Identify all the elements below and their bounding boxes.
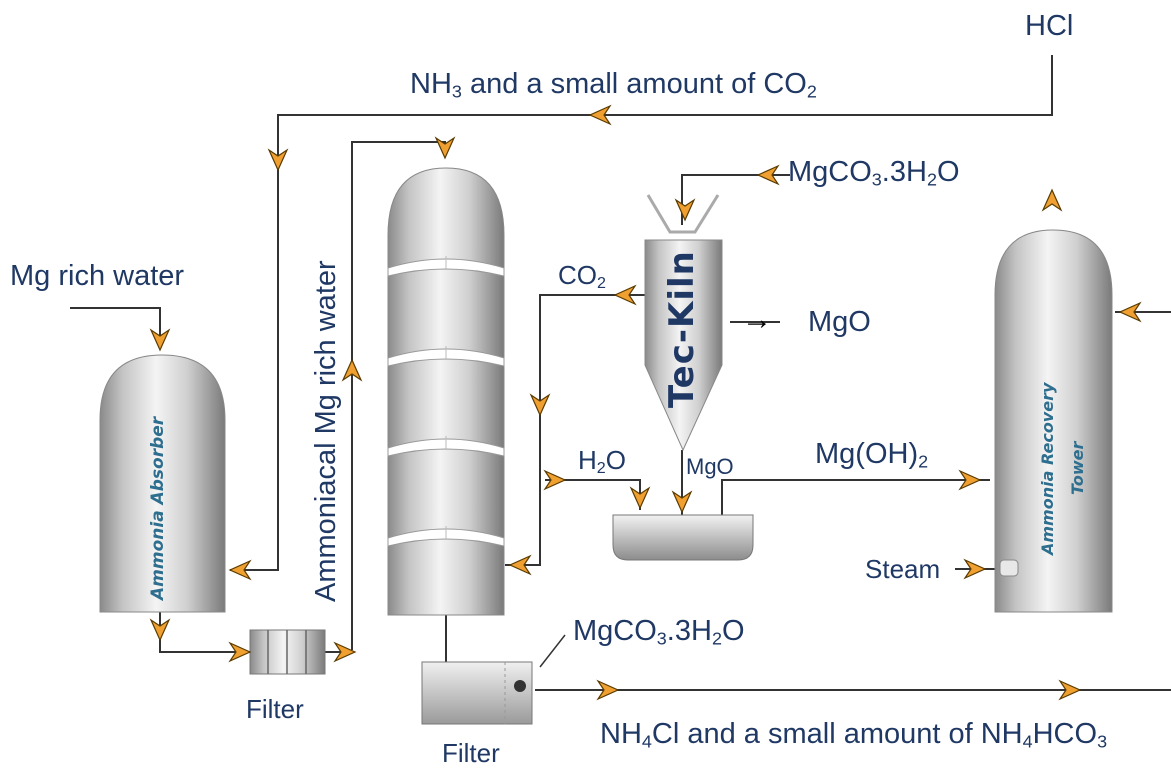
steam-label: Steam xyxy=(865,554,941,584)
flow-arrow-17 xyxy=(629,486,651,510)
tec-kiln-vessel xyxy=(644,194,723,452)
h2o-label: H2O xyxy=(578,445,626,478)
flow-arrow-18 xyxy=(671,490,693,514)
flow-arrow-1 xyxy=(1041,188,1063,212)
mg-water-inlet-line xyxy=(70,307,161,345)
slaker-trough xyxy=(612,514,754,561)
filter-left-label: Filter xyxy=(246,694,304,724)
mgo-arrow-glyph: → xyxy=(742,303,772,336)
flow-arrows xyxy=(149,104,1142,701)
flow-arrow-12 xyxy=(756,164,780,186)
nh3-return-line xyxy=(230,55,1053,571)
filter-bottom-label: Filter xyxy=(442,738,500,768)
flow-arrow-6 xyxy=(228,559,252,581)
hcl-label: HCl xyxy=(1025,10,1074,42)
main-column-vessel xyxy=(387,167,505,616)
ammonia-recovery-tower-vessel xyxy=(994,229,1113,613)
mgco3-top-label: MgCO3.3H2O xyxy=(788,156,960,190)
flow-arrow-21 xyxy=(1118,301,1142,323)
mgo-small-label: MgO xyxy=(686,454,734,479)
nh4cl-label: NH4Cl and a small amount of NH4HCO3 xyxy=(600,718,1108,752)
left-filter-unit xyxy=(249,629,326,675)
flow-arrow-13 xyxy=(613,284,637,306)
flow-arrow-14 xyxy=(529,393,551,417)
mgo-output-label: MgO xyxy=(808,306,871,338)
flow-arrow-19 xyxy=(958,469,982,491)
nh3-co2-label: NH3 and a small amount of CO2 xyxy=(410,68,817,102)
flow-arrow-20 xyxy=(963,558,987,580)
tec-kiln-label: Tec-Kiln xyxy=(662,250,702,408)
mgoh2-line xyxy=(721,479,990,515)
flow-arrow-22 xyxy=(596,679,620,701)
flow-arrow-11 xyxy=(674,198,696,222)
ammonia-absorber-label: Ammonia Absorber xyxy=(148,416,168,600)
mgoh2-label: Mg(OH)2 xyxy=(815,438,929,472)
flow-arrow-4 xyxy=(434,136,456,160)
flow-arrow-2 xyxy=(588,104,612,126)
ammonia-absorber-vessel xyxy=(99,354,226,613)
bottom-filter-unit xyxy=(421,661,533,725)
flow-arrow-7 xyxy=(149,618,171,642)
piping xyxy=(70,55,1171,691)
flow-arrow-9 xyxy=(333,641,357,663)
mg-rich-water-label: Mg rich water xyxy=(10,260,185,292)
flow-arrow-5 xyxy=(149,328,171,352)
flow-arrow-8 xyxy=(228,641,252,663)
h2o-line xyxy=(545,479,641,510)
flow-arrow-3 xyxy=(267,148,289,172)
mgco3-leader-line xyxy=(539,634,566,668)
flow-arrow-23 xyxy=(1058,679,1082,701)
flow-arrow-15 xyxy=(508,554,532,576)
recovery-tower-label-line2: Tower xyxy=(1068,441,1087,495)
flow-arrow-16 xyxy=(543,469,567,491)
co2-label: CO2 xyxy=(558,260,606,293)
flow-arrow-10 xyxy=(341,358,363,382)
ammoniacal-water-label: Ammoniacal Mg rich water xyxy=(310,260,342,602)
mgco3-bottom-label: MgCO3.3H2O xyxy=(573,615,745,649)
recovery-tower-label-line1: Ammonia Recovery xyxy=(1038,382,1057,555)
